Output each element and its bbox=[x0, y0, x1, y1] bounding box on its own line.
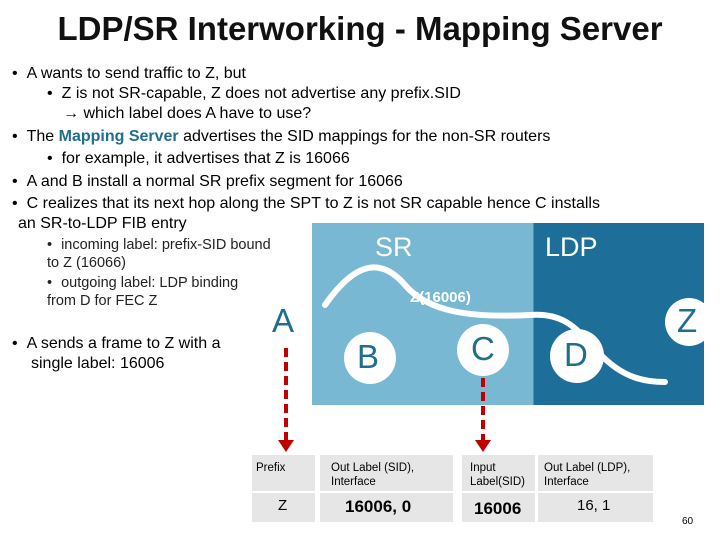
fib-a-header-out-line1: Out Label (SID), bbox=[331, 462, 415, 474]
bullet-4b-line2: from D for FEC Z bbox=[47, 293, 158, 309]
node-b-circle bbox=[344, 332, 396, 384]
bullet-5-line2: single label: 16006 bbox=[31, 355, 165, 372]
fib-a-row-out: 16006, 0 bbox=[345, 497, 412, 516]
fib-c-header-out-cell bbox=[538, 455, 653, 491]
bullet-3: •A and B install a normal SR prefix segm… bbox=[12, 173, 403, 190]
arrow-a-head bbox=[278, 440, 294, 452]
bullet-5: •A sends a frame to Z with a bbox=[12, 335, 221, 352]
fib-c-row-out-cell bbox=[538, 493, 653, 522]
node-c-label: C bbox=[471, 330, 495, 367]
fib-a-header-prefix-cell bbox=[252, 455, 315, 491]
node-b-label: B bbox=[357, 338, 380, 375]
path-label: Z(16006) bbox=[410, 289, 471, 306]
fib-c-row-in: 16006 bbox=[474, 499, 522, 518]
bullet-4: •C realizes that its next hop along the … bbox=[12, 195, 600, 212]
node-d-label: D bbox=[564, 336, 588, 373]
bullet-4b: •outgoing label: LDP binding bbox=[47, 275, 239, 291]
fib-c-header-in-line2: Label(SID) bbox=[470, 476, 525, 488]
fib-c-row-out: 16, 1 bbox=[577, 497, 611, 514]
fib-a-row-prefix: Z bbox=[278, 497, 288, 514]
arrow-glyph: → bbox=[63, 105, 79, 122]
fib-a-row-prefix-cell bbox=[252, 493, 315, 522]
bullet-1: •A wants to send traffic to Z, but bbox=[12, 65, 246, 82]
arrow-c-head bbox=[475, 440, 491, 452]
fib-a-header-out-cell bbox=[320, 455, 453, 491]
bullet-2: •The Mapping Server advertises the SID m… bbox=[12, 128, 551, 145]
bullet-2a: •for example, it advertises that Z is 16… bbox=[47, 150, 350, 167]
fib-a-header-prefix: Prefix bbox=[256, 462, 286, 474]
fib-c-header-in-cell bbox=[462, 455, 535, 491]
bullet-1a: •Z is not SR-capable, Z does not adverti… bbox=[47, 85, 461, 102]
path-line bbox=[322, 264, 668, 385]
slide-title: LDP/SR Interworking - Mapping Server bbox=[57, 10, 663, 47]
bullet-4-line2: an SR-to-LDP FIB entry bbox=[18, 215, 187, 232]
fib-c-header-in-line1: Input bbox=[470, 462, 496, 474]
node-d-circle bbox=[550, 329, 604, 383]
page-number: 60 bbox=[682, 516, 694, 527]
sr-domain-label: SR bbox=[375, 232, 413, 262]
node-z-circle bbox=[665, 298, 713, 346]
node-z-label: Z bbox=[677, 302, 698, 339]
ldp-domain-label: LDP bbox=[545, 232, 598, 262]
bullet-1b: → which label does A have to use? bbox=[63, 105, 312, 122]
node-c-circle bbox=[457, 324, 509, 376]
mapping-server-highlight: Mapping Server bbox=[58, 128, 179, 145]
node-a-label: A bbox=[272, 302, 295, 339]
fib-c-row-in-cell bbox=[462, 493, 535, 522]
fib-a-header-out-line2: Interface bbox=[331, 476, 376, 488]
fib-c-header-out-line1: Out Label (LDP), bbox=[544, 462, 631, 474]
bullet-4a: •incoming label: prefix-SID bound bbox=[47, 237, 271, 253]
fib-a-row-out-cell bbox=[320, 493, 453, 522]
bullet-4a-line2: to Z (16066) bbox=[47, 255, 126, 271]
fib-c-header-out-line2: Interface bbox=[544, 476, 589, 488]
node-a-circle bbox=[262, 298, 310, 346]
